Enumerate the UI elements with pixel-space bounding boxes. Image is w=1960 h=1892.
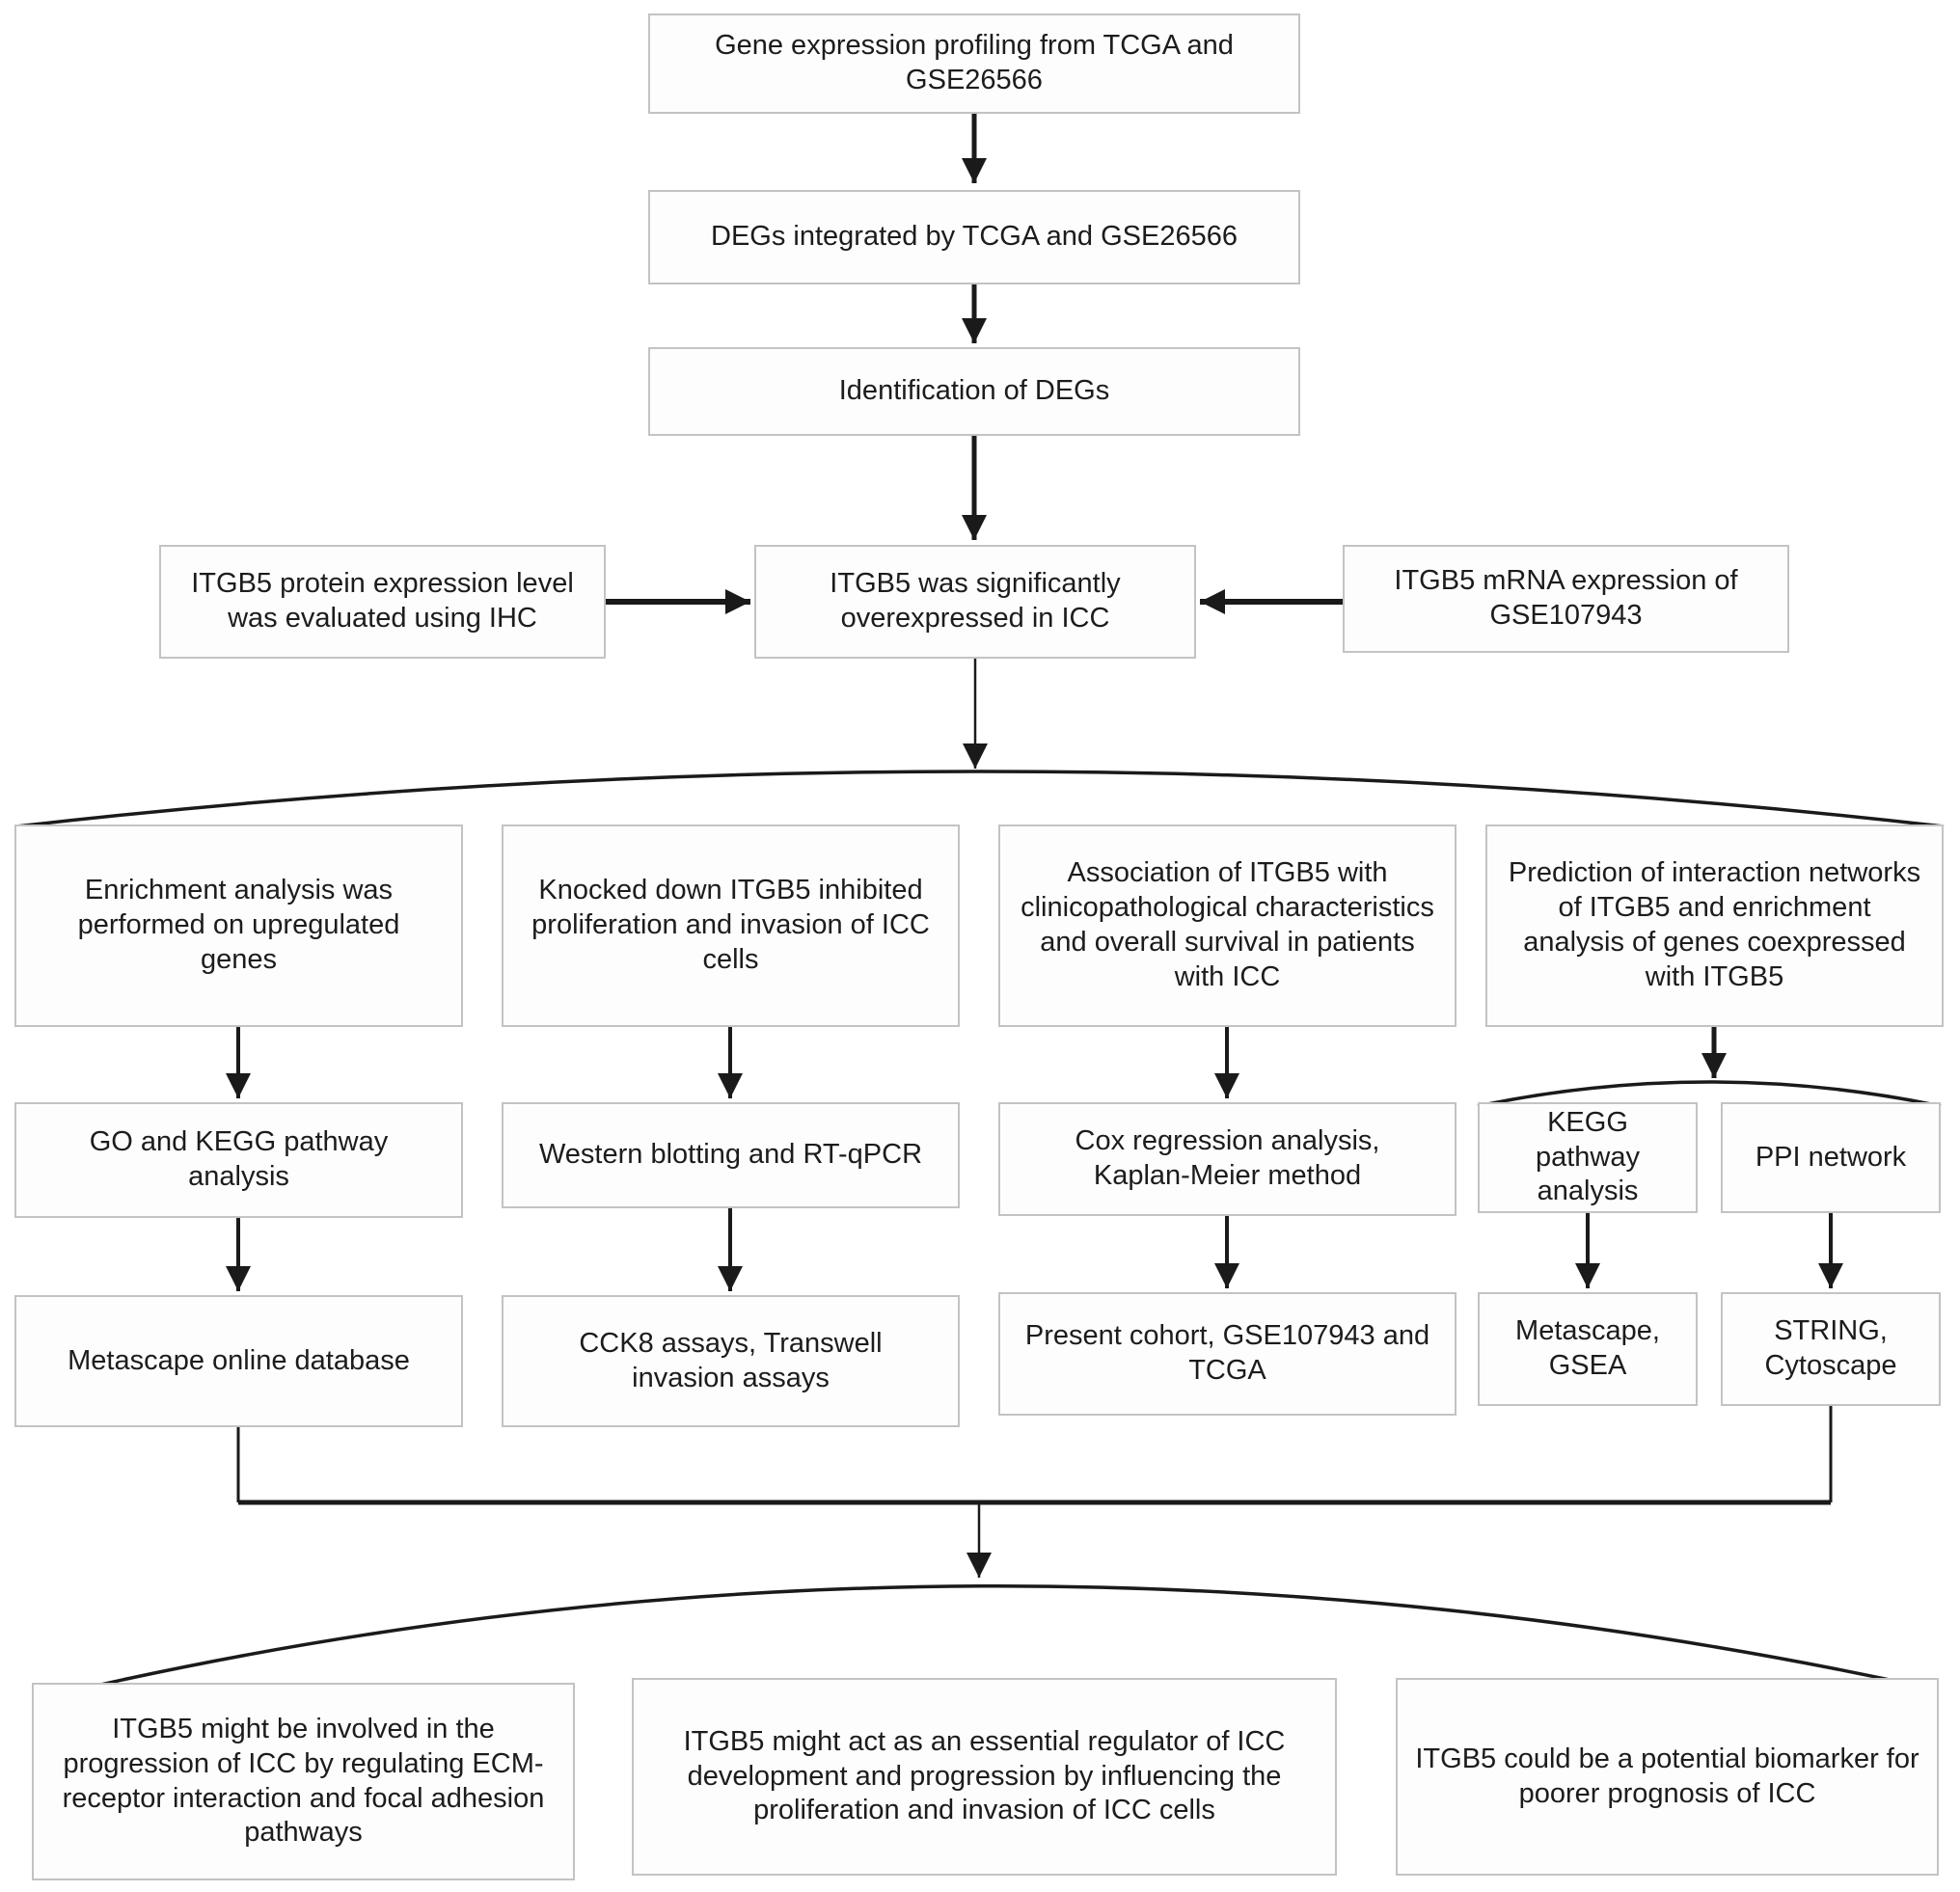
node-label: ITGB5 was significantly overexpressed in…: [830, 568, 1121, 634]
node-western-rtqpcr: Western blotting and RT-qPCR: [502, 1102, 960, 1208]
node-label: GO and KEGG pathway analysis: [89, 1126, 389, 1192]
node-label: DEGs integrated by TCGA and GSE26566: [711, 221, 1238, 253]
node-string-cytoscape: STRING, Cytoscape: [1721, 1292, 1941, 1406]
branch-arc-top: [15, 770, 1945, 828]
node-label: STRING, Cytoscape: [1764, 1315, 1897, 1381]
node-metascape-gsea: Metascape, GSEA: [1478, 1292, 1698, 1406]
node-conclusion-ecm: ITGB5 might be involved in the progressi…: [32, 1683, 575, 1880]
node-label: ITGB5 mRNA expression of GSE107943: [1394, 565, 1738, 631]
node-label: Prediction of interaction networks of IT…: [1508, 857, 1921, 992]
node-label: Western blotting and RT-qPCR: [538, 1139, 923, 1171]
node-ppi-network: PPI network: [1721, 1102, 1941, 1213]
node-label: Cox regression analysis, Kaplan-Meier me…: [1075, 1125, 1380, 1191]
node-conclusion-biomarker: ITGB5 could be a potential biomarker for…: [1396, 1678, 1939, 1876]
node-label: ITGB5 could be a potential biomarker for…: [1415, 1743, 1919, 1809]
node-label: CCK8 assays, Transwell invasion assays: [579, 1327, 883, 1393]
node-itgb5-overexpressed: ITGB5 was significantly overexpressed in…: [754, 545, 1196, 659]
node-label: PPI network: [1755, 1141, 1907, 1173]
node-association-clinicopathological: Association of ITGB5 with clinicopatholo…: [998, 824, 1456, 1027]
node-itgb5-protein-ihc: ITGB5 protein expression level was evalu…: [159, 545, 606, 659]
node-label: Metascape, GSEA: [1515, 1315, 1660, 1381]
node-enrichment-upregulated: Enrichment analysis was performed on upr…: [14, 824, 463, 1027]
node-label: ITGB5 might be involved in the progressi…: [62, 1713, 545, 1849]
branch-arc-bottom: [57, 1583, 1936, 1696]
node-metascape-online: Metascape online database: [14, 1295, 463, 1427]
branch-arc-kegg-ppi: [1477, 1080, 1942, 1108]
node-degs-integrated: DEGs integrated by TCGA and GSE26566: [648, 190, 1300, 284]
node-label: Present cohort, GSE107943 and TCGA: [1024, 1320, 1430, 1386]
node-identification-degs: Identification of DEGs: [648, 347, 1300, 436]
node-label: Gene expression profiling from TCGA and …: [715, 30, 1234, 95]
node-label: KEGG pathway analysis: [1535, 1106, 1640, 1207]
node-itgb5-mrna-gse107943: ITGB5 mRNA expression of GSE107943: [1343, 545, 1789, 653]
node-label: Identification of DEGs: [838, 375, 1110, 407]
node-knockdown-itgb5: Knocked down ITGB5 inhibited proliferati…: [502, 824, 960, 1027]
node-label: ITGB5 might act as an essential regulato…: [683, 1725, 1286, 1826]
node-label: ITGB5 protein expression level was evalu…: [191, 568, 574, 634]
node-prediction-networks: Prediction of interaction networks of IT…: [1485, 824, 1944, 1027]
node-kegg-pathway: KEGG pathway analysis: [1478, 1102, 1698, 1213]
node-cck8-transwell: CCK8 assays, Transwell invasion assays: [502, 1295, 960, 1427]
node-label: Knocked down ITGB5 inhibited proliferati…: [531, 875, 930, 975]
node-gene-expression-profiling: Gene expression profiling from TCGA and …: [648, 14, 1300, 114]
node-conclusion-regulator: ITGB5 might act as an essential regulato…: [632, 1678, 1337, 1876]
node-label: Association of ITGB5 with clinicopatholo…: [1021, 857, 1434, 992]
node-label: Metascape online database: [68, 1344, 410, 1376]
node-label: Enrichment analysis was performed on upr…: [77, 875, 400, 975]
node-cox-km: Cox regression analysis, Kaplan-Meier me…: [998, 1102, 1456, 1216]
node-present-cohort: Present cohort, GSE107943 and TCGA: [998, 1292, 1456, 1416]
node-go-kegg: GO and KEGG pathway analysis: [14, 1102, 463, 1218]
